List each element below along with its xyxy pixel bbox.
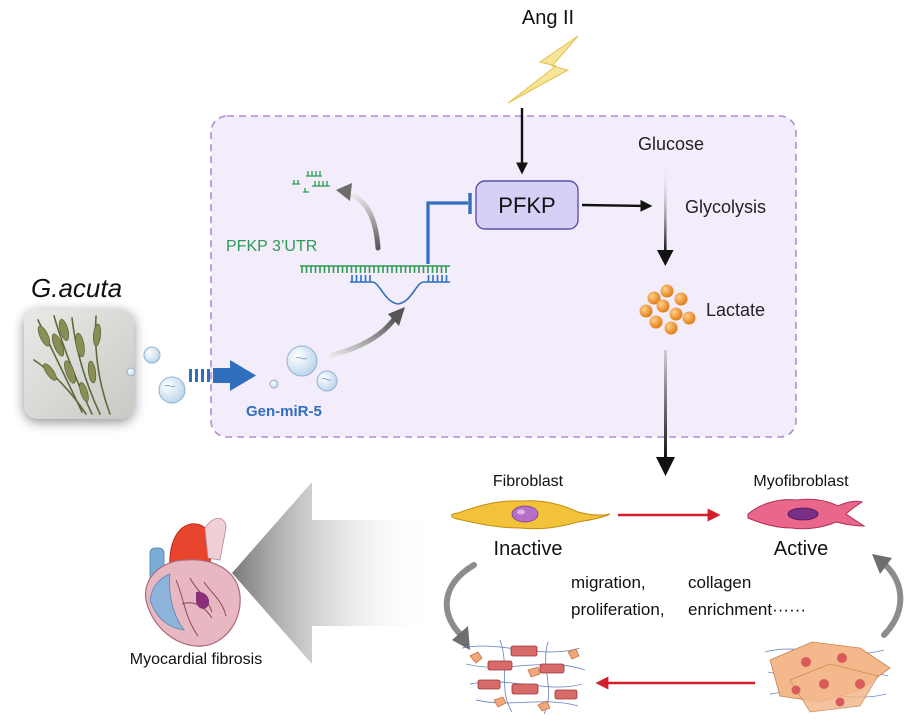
process-text-enrichment: enrichment······	[688, 600, 806, 619]
lactate-to-cells-arrow	[664, 350, 667, 460]
mirna-label: Gen-miR-5	[246, 403, 322, 420]
process-text-proliferation: proliferation,	[571, 600, 665, 619]
pfkp-box	[475, 180, 579, 230]
ecm-tissue-right	[764, 641, 891, 713]
active-label: Active	[774, 538, 828, 560]
degradation-arrow	[345, 190, 381, 251]
glycolysis-label: Glycolysis	[685, 197, 766, 217]
utr-label: PFKP 3’UTR	[226, 238, 317, 255]
glucose-label: Glucose	[638, 134, 704, 154]
heart-icon	[144, 517, 241, 647]
outcome-label: Myocardial fibrosis	[130, 651, 262, 668]
cycle-arrow-left	[443, 562, 477, 639]
delivery-arrow	[189, 360, 256, 391]
lightning-icon	[507, 35, 579, 104]
fibroblast-cell-icon	[451, 500, 611, 530]
ang-ii-label: Ang II	[522, 7, 574, 29]
lactate-dots	[639, 284, 696, 335]
cell-box	[210, 115, 797, 438]
mirna-strand	[350, 275, 450, 305]
myofibroblast-cell-icon	[747, 498, 866, 530]
plant-photo	[24, 309, 134, 419]
outcome-arrow	[232, 482, 432, 664]
pfkp-label: PFKP	[498, 193, 555, 218]
inactive-label: Inactive	[494, 538, 563, 560]
lactate-label: Lactate	[706, 300, 765, 320]
mirna-binding-arrow	[329, 315, 398, 358]
ecm-tissue-left	[461, 639, 586, 715]
arrow-pfkp-to-glycolysis	[581, 199, 653, 212]
inhibit-line	[426, 201, 468, 264]
exosome-bubbles	[126, 345, 338, 404]
process-text-collagen: collagen	[688, 573, 751, 592]
fibroblast-label: Fibroblast	[493, 473, 564, 490]
species-label: G.acuta	[31, 273, 122, 303]
glucose-to-lactate-arrow	[664, 160, 667, 252]
process-text-migration: migration,	[571, 573, 646, 592]
cycle-arrow-right	[879, 559, 904, 638]
mrna-strand	[300, 265, 450, 273]
myofibroblast-label: Myofibroblast	[753, 473, 849, 490]
degraded-mrna-fragments	[292, 171, 330, 193]
